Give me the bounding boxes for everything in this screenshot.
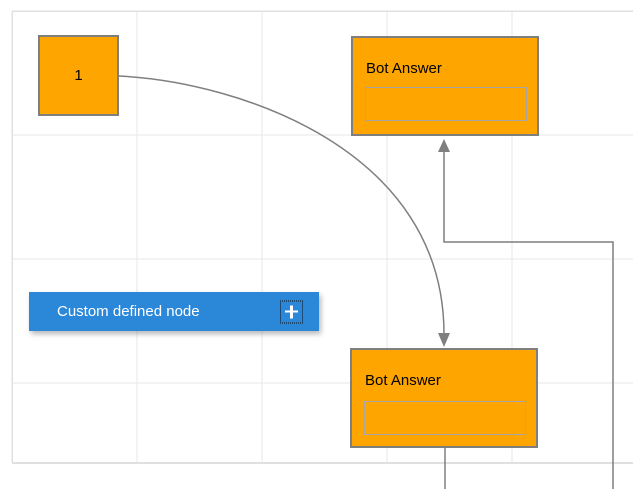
start-node-label: 1 [74,67,83,84]
arrow-down-icon [438,333,450,347]
bot-answer-node-bottom[interactable]: Bot Answer [350,348,538,448]
orthogonal-connector[interactable] [443,152,614,489]
bot-answer-title: Bot Answer [365,372,441,389]
bot-answer-node-top[interactable]: Bot Answer [351,36,539,136]
bezier-connector[interactable] [118,75,445,335]
arrow-up-icon [438,139,450,152]
page-border [11,10,633,464]
custom-defined-node[interactable]: Custom defined node [29,292,319,331]
bot-answer-input[interactable] [365,87,527,121]
add-node-button[interactable] [280,300,303,323]
start-node[interactable]: 1 [38,35,119,116]
bot-answer-title: Bot Answer [366,60,442,77]
bot-answer-input[interactable] [364,401,526,435]
custom-node-label: Custom defined node [57,303,200,320]
plus-icon [285,305,298,318]
